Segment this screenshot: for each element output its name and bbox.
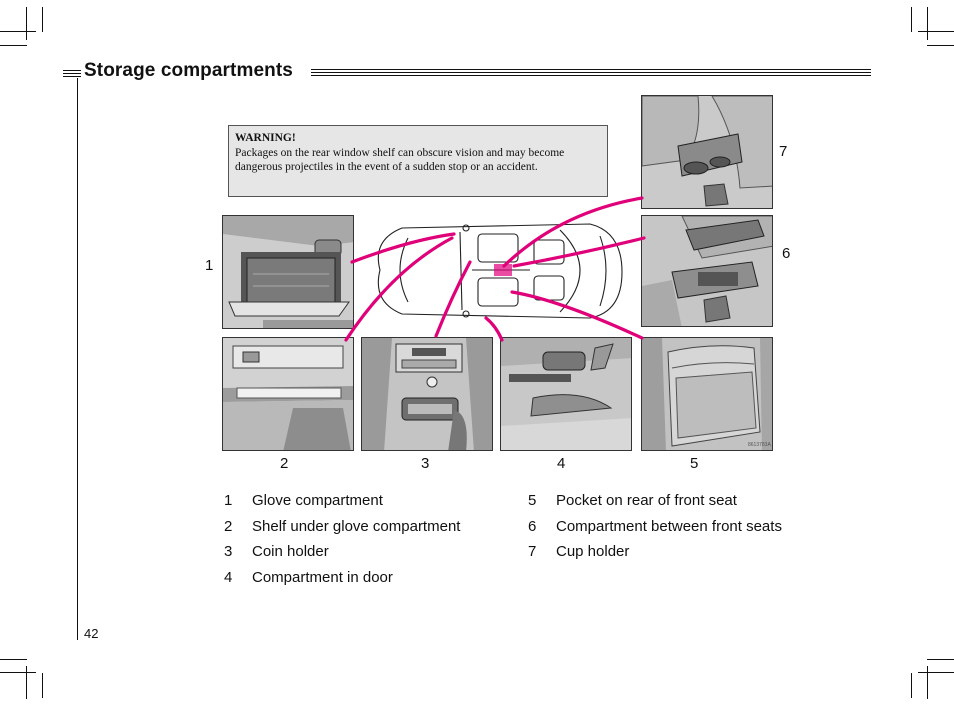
legend-num: 5 bbox=[528, 492, 537, 509]
pointer-line-7 bbox=[502, 196, 644, 268]
callout-1: 1 bbox=[205, 257, 214, 274]
callout-7: 7 bbox=[779, 143, 788, 160]
callout-4: 4 bbox=[557, 455, 566, 472]
warning-heading: WARNING! bbox=[235, 132, 296, 144]
legend-item: 4 Compartment in door bbox=[224, 565, 460, 591]
warning-text: Packages on the rear window shelf can ob… bbox=[235, 146, 565, 174]
pointer-line-5 bbox=[510, 290, 644, 340]
legend-item: 2 Shelf under glove compartment bbox=[224, 514, 460, 540]
legend-label: Compartment between front seats bbox=[556, 517, 782, 535]
margin-rule bbox=[77, 78, 78, 640]
callout-5: 5 bbox=[690, 455, 699, 472]
legend-item: 1 Glove compartment bbox=[224, 488, 460, 514]
legend-item: 7 Cup holder bbox=[528, 539, 782, 565]
legend-item: 5 Pocket on rear of front seat bbox=[528, 488, 782, 514]
legend-label: Glove compartment bbox=[252, 492, 383, 509]
seat-pocket-image: 8613783A bbox=[641, 337, 773, 451]
glove-compartment-image bbox=[222, 215, 354, 329]
cup-holder-image bbox=[641, 95, 773, 209]
pointer-line-3 bbox=[434, 260, 472, 338]
legend-label: Cup holder bbox=[556, 543, 630, 560]
warning-box: WARNING! Packages on the rear window she… bbox=[228, 125, 608, 197]
legend-num: 1 bbox=[224, 492, 233, 509]
center-console-image bbox=[641, 215, 773, 327]
pointer-line-2 bbox=[344, 236, 454, 342]
legend-num: 7 bbox=[528, 543, 537, 560]
pointer-line-1 bbox=[350, 232, 456, 264]
coin-holder-image bbox=[361, 337, 493, 451]
legend-right: 5 Pocket on rear of front seat 6 Compartme… bbox=[528, 488, 782, 565]
legend-num: 6 bbox=[528, 517, 537, 535]
page-number: 42 bbox=[84, 626, 99, 641]
legend-label: Shelf under glove compartment bbox=[252, 517, 461, 535]
callout-2: 2 bbox=[280, 455, 289, 472]
legend-label: Pocket on rear of front seat bbox=[556, 492, 737, 509]
legend-num: 4 bbox=[224, 568, 233, 586]
legend-num: 3 bbox=[224, 543, 233, 560]
legend-item: 3 Coin holder bbox=[224, 539, 460, 565]
page-title: Storage compartments bbox=[84, 60, 293, 81]
callout-6: 6 bbox=[782, 245, 791, 262]
door-compartment-image bbox=[500, 337, 632, 451]
pointer-line-6 bbox=[512, 236, 646, 268]
legend-label: Coin holder bbox=[252, 543, 329, 560]
legend-label: Compartment in door bbox=[252, 568, 393, 586]
image-code: 8613783A bbox=[748, 442, 771, 448]
shelf-image bbox=[222, 337, 354, 451]
legend-item: 6 Compartment between front seats bbox=[528, 514, 782, 540]
callout-3: 3 bbox=[421, 455, 430, 472]
pointer-line-4 bbox=[484, 316, 504, 342]
legend-left: 1 Glove compartment 2 Shelf under glove co… bbox=[224, 488, 460, 590]
legend-num: 2 bbox=[224, 517, 233, 535]
